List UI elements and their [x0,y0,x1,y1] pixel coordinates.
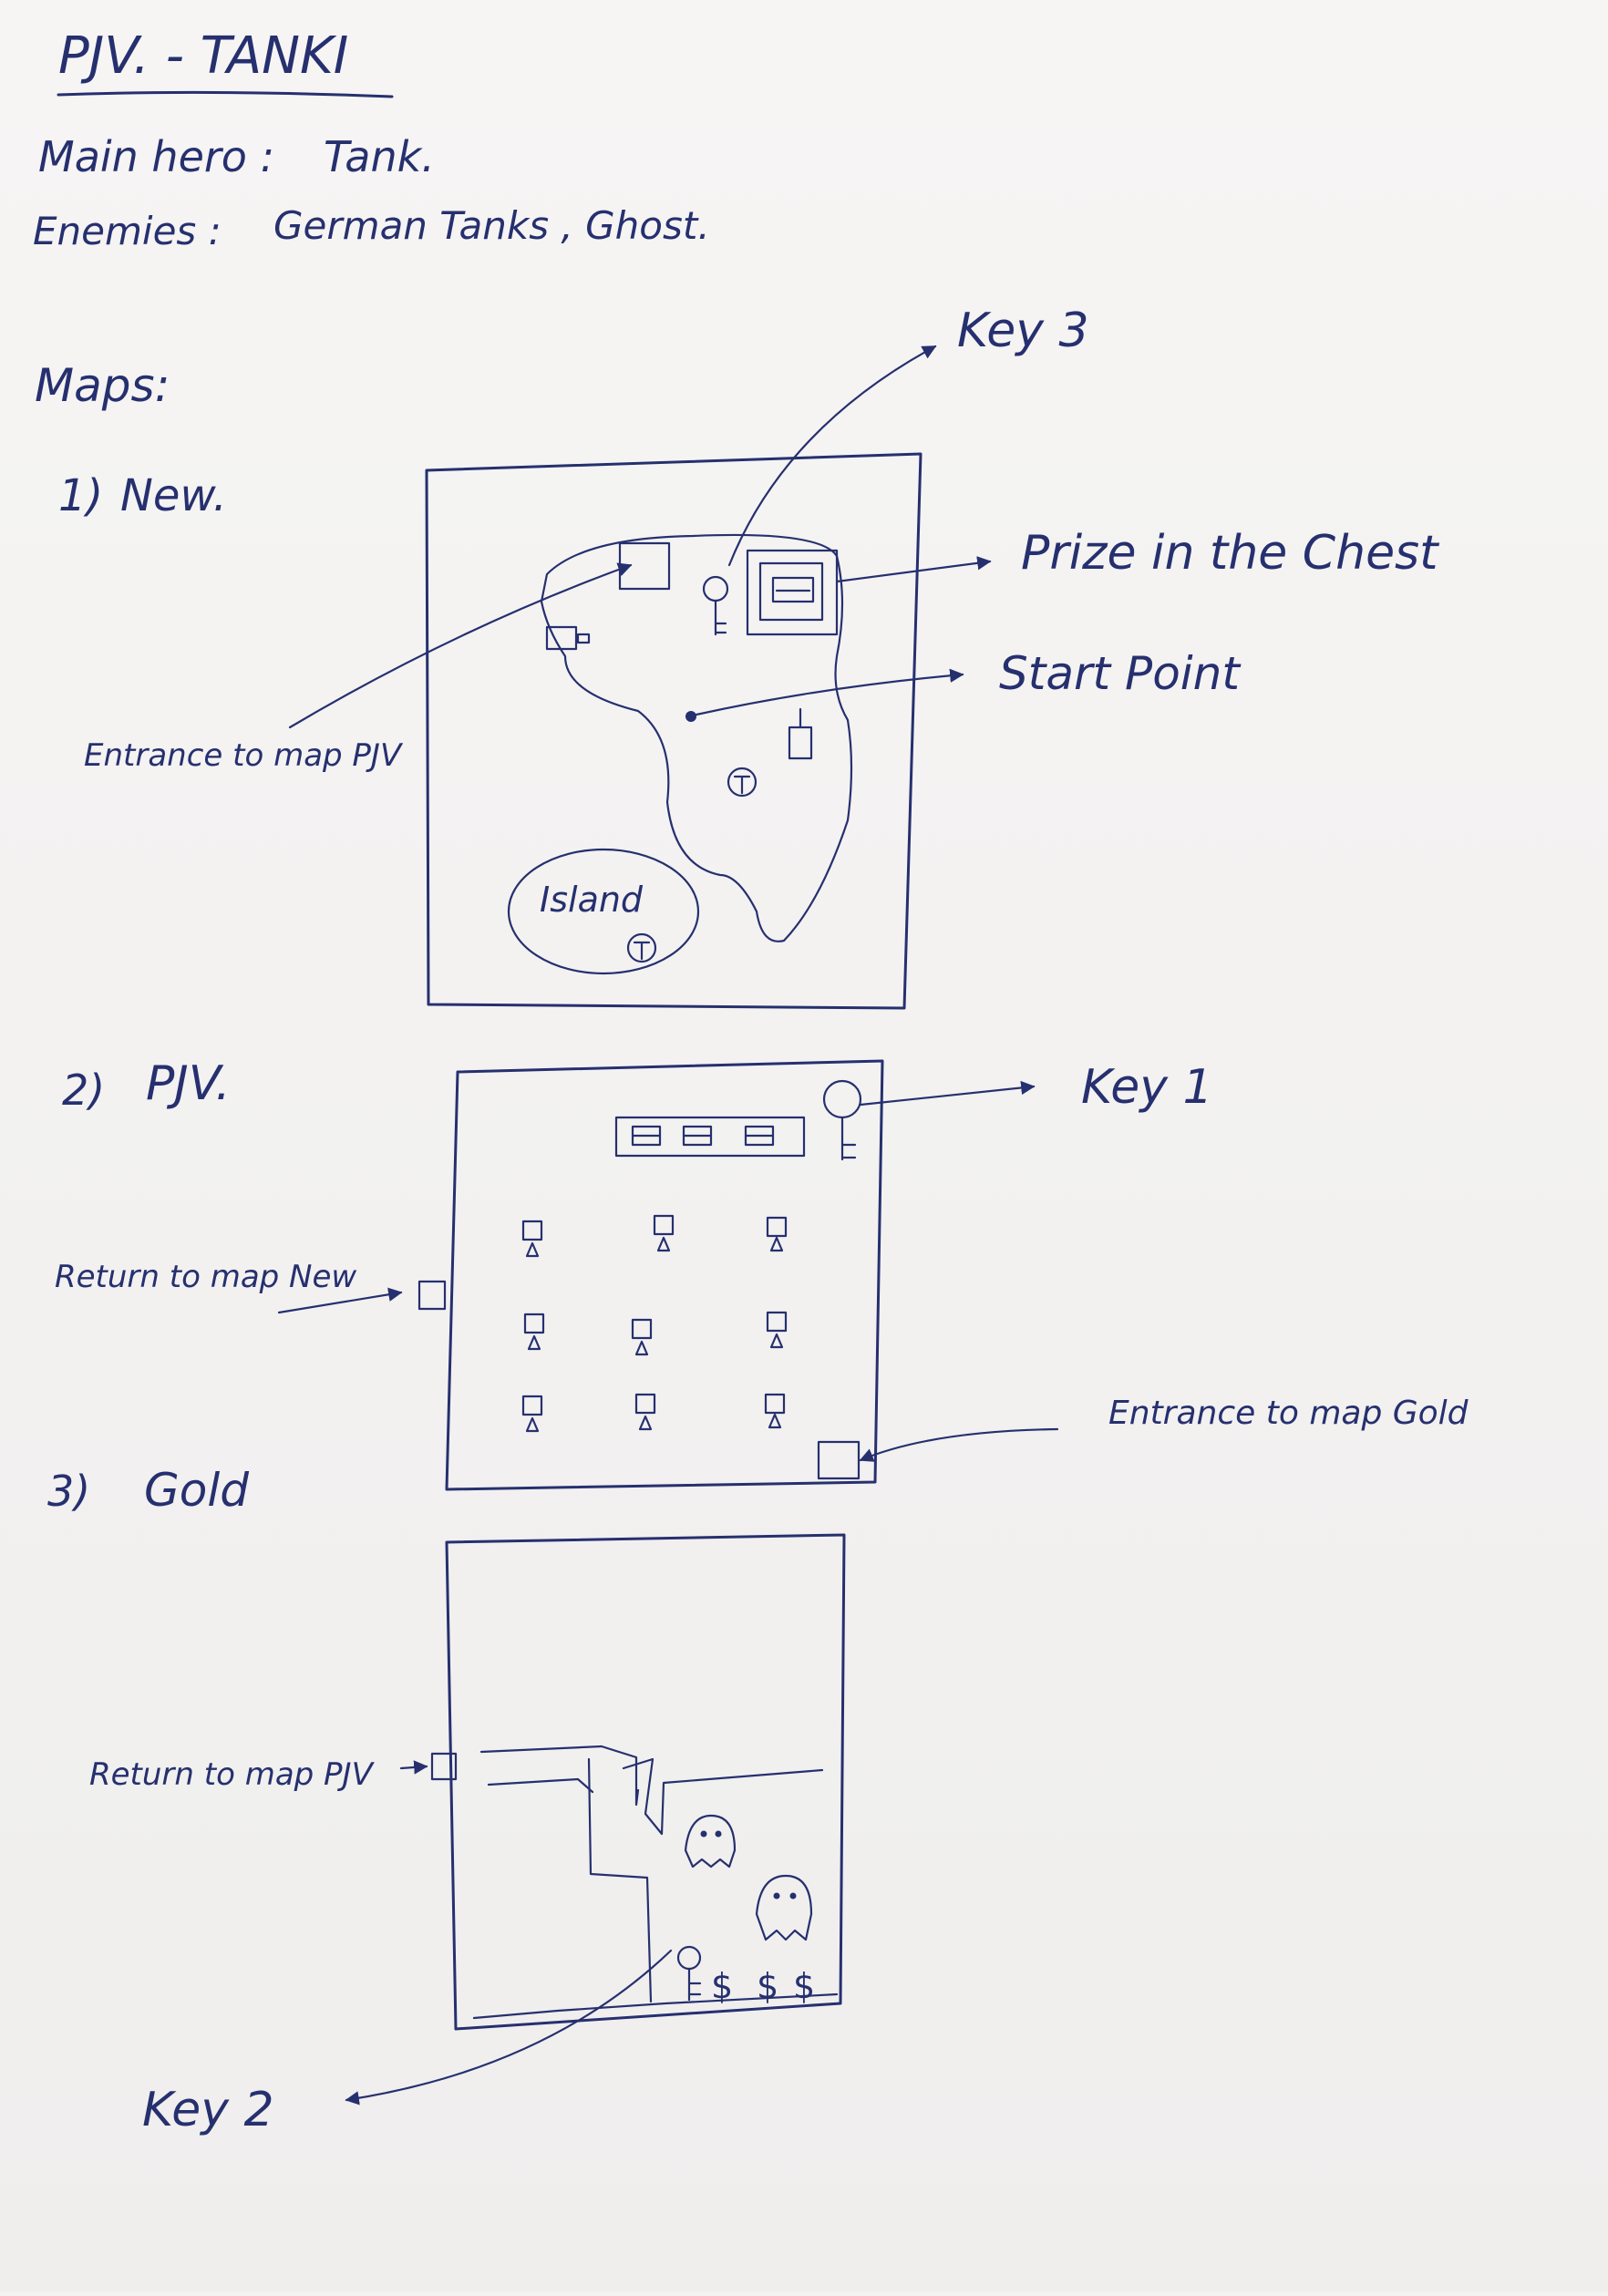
turret-icon [634,1393,656,1431]
enemies-label: Enemies : [33,209,222,253]
enemy-tank-icon [682,1125,713,1147]
arrow-to-key2 [345,1949,673,2106]
map-pjv [417,1059,884,1491]
arrow-return-new [277,1287,403,1314]
key-icon [822,1079,862,1161]
arrow-to-prize [835,556,992,583]
return-door-icon [430,1752,458,1781]
key-icon [702,575,729,636]
chest-icon [746,549,839,636]
return-door-icon [417,1280,447,1311]
enemy-tank-icon [631,1125,662,1147]
arrow-entrance-pjv [288,562,633,729]
turret-icon [766,1216,788,1252]
arrow-entrance-gold [859,1427,1059,1462]
arrow-return-pjv [399,1760,428,1775]
mainland-outline [540,533,853,942]
key-icon [676,1945,702,2002]
map-gold-name: Gold [144,1464,249,1517]
annotation-key1: Key 1 [1081,1060,1213,1115]
dollar-icon: $ [757,1966,778,2006]
map-pjv-number: 2) [62,1066,105,1115]
annotation-entrance-gold: Entrance to map Gold [1108,1395,1469,1432]
turret-icon [521,1395,543,1433]
arrow-to-key3 [727,345,937,567]
turret-icon [764,1393,786,1429]
turret-icon [521,1220,543,1258]
maze-wall [487,1757,824,1836]
map-new: Island [425,452,923,1010]
enemies-value: German Tanks , Ghost. [273,203,710,248]
turret-icon [523,1313,545,1351]
main-hero-value: Tank. [324,132,435,181]
main-hero-label: Main hero : [38,132,274,181]
maze-wall [479,1745,653,2003]
arrow-to-start [695,668,964,716]
turret-icon [631,1318,653,1356]
tank-icon [545,625,591,651]
turret-icon [653,1214,675,1252]
title-underline [57,90,394,98]
island-label: Island [540,880,644,920]
ghost-icon [684,1814,737,1869]
map-gold-border [445,1533,846,2031]
annotation-entrance-pjv: Entrance to map PJV [84,737,404,774]
enemy-tank-row [614,1116,806,1158]
dollar-icon: $ [793,1966,815,2006]
exit-door-icon [817,1440,861,1480]
enemy-tank-icon [744,1125,775,1147]
map-gold: $ $ $ [430,1533,846,2031]
map-new-name: New. [120,470,227,521]
arrow-to-key1 [859,1080,1036,1107]
start-point-marker [685,711,696,722]
map-pjv-border [445,1059,884,1491]
turret-icon [788,707,813,760]
dollar-icon: $ [711,1966,733,2006]
annotation-key2: Key 2 [142,2083,274,2137]
annotation-return-pjv: Return to map PJV [89,1756,376,1793]
annotation-key3: Key 3 [957,304,1089,358]
map-gold-number: 3) [47,1467,90,1516]
maze-wall [472,1992,839,2020]
ghost-icon [755,1874,813,1941]
map-new-number: 1) [58,470,103,521]
page-title: PJV. - TANKI [58,26,348,86]
tank-icon [727,767,758,798]
annotation-prize: Prize in the Chest [1021,526,1439,581]
turret-icon [766,1311,788,1349]
tank-icon [626,932,657,963]
annotation-return-new: Return to map New [55,1259,356,1295]
annotation-start: Start Point [999,647,1242,700]
map-new-border [425,452,923,1010]
map-pjv-name: PJV. [146,1056,231,1111]
maps-heading: Maps: [35,359,170,412]
island-outline [507,848,700,975]
